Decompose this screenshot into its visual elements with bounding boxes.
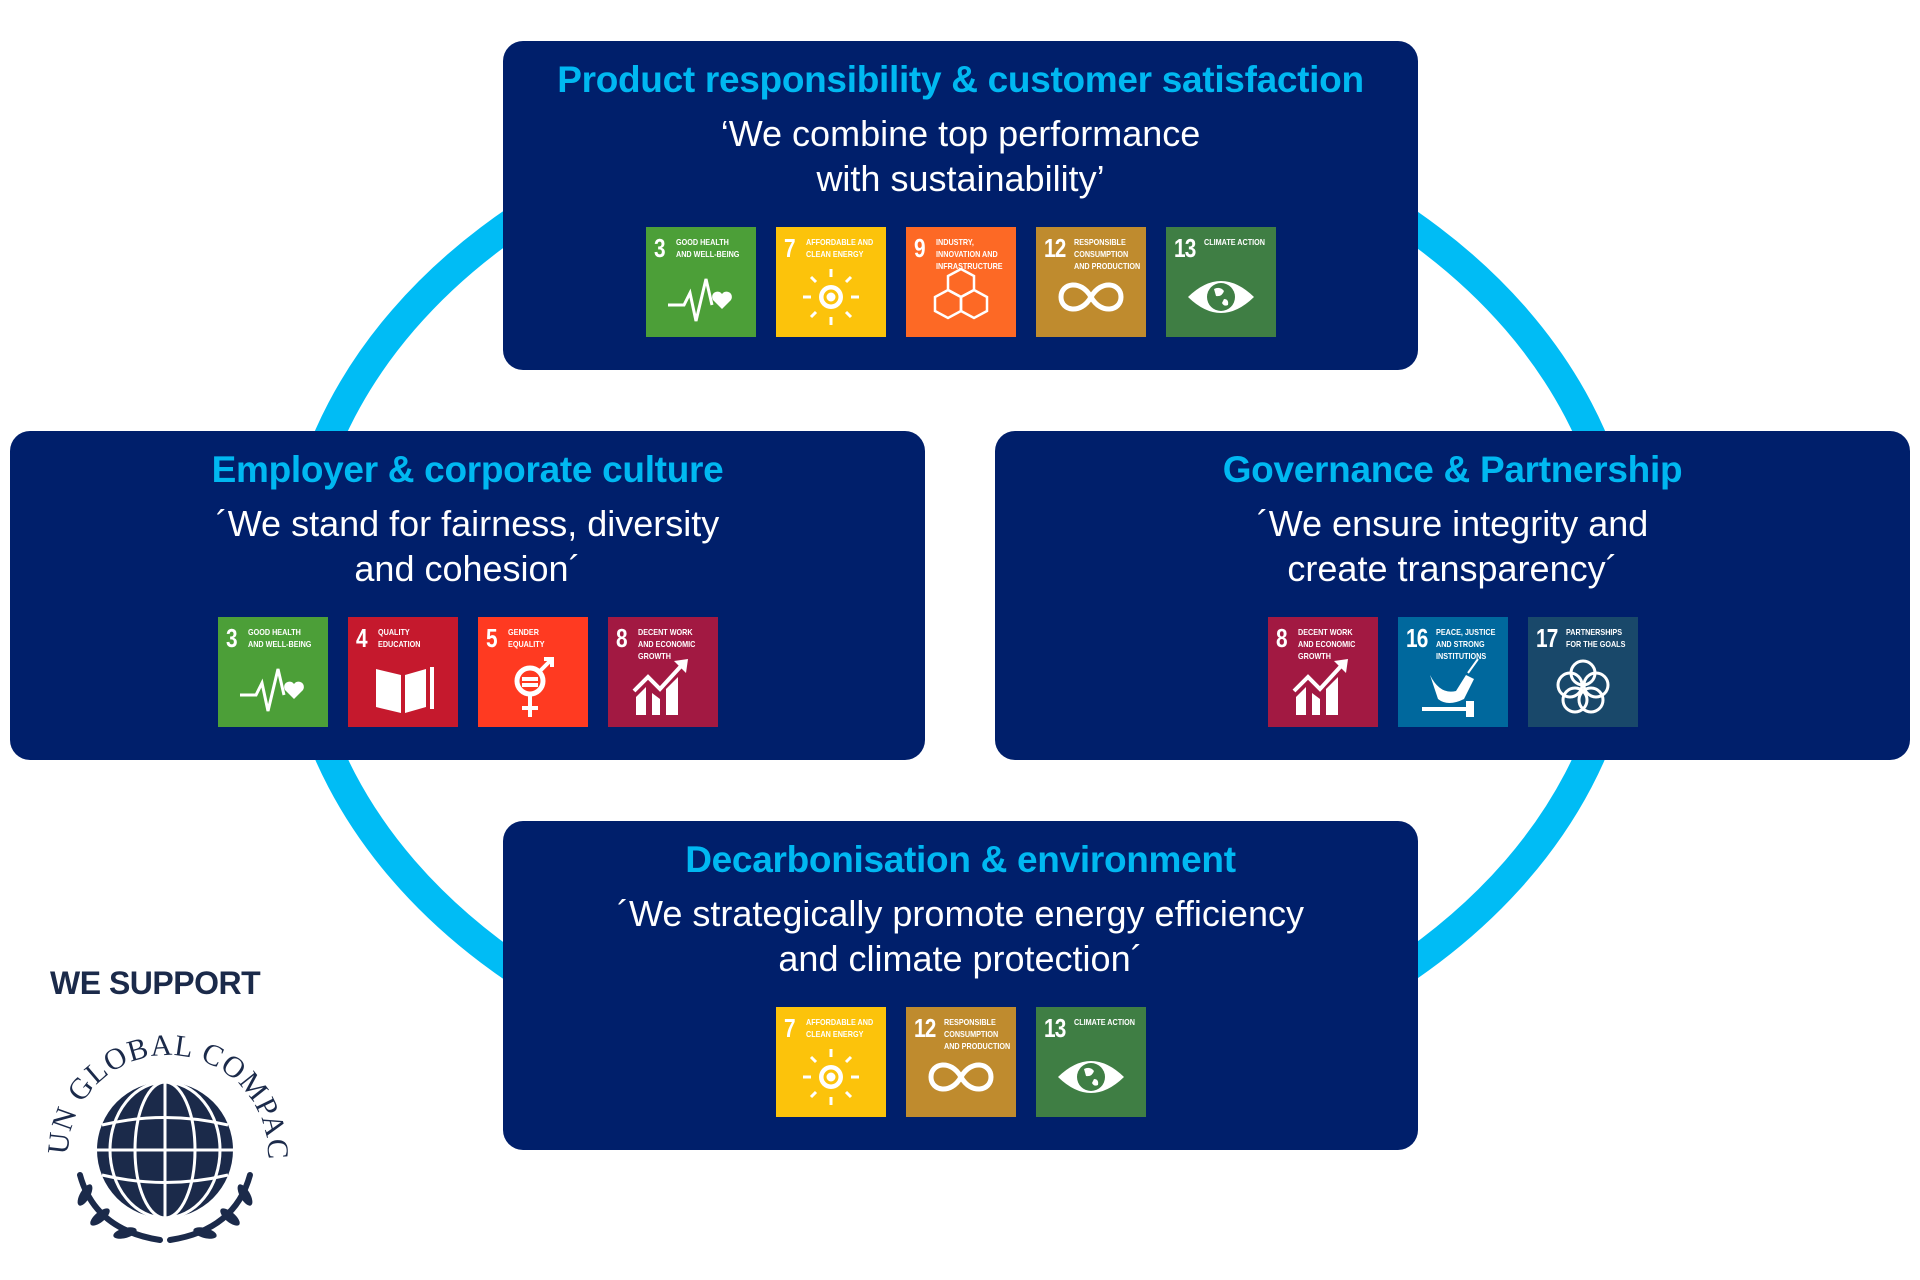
sdg-number: 9 <box>913 233 926 263</box>
sdg-label: Gender equality <box>507 627 545 649</box>
sdg-number: 4 <box>355 623 368 653</box>
sdg-tile-13: 13 Climate action <box>1165 227 1276 337</box>
section-quote: ´We ensure integrity and create transpar… <box>995 501 1910 591</box>
sdg-label: Decent work and economic growth <box>1297 627 1355 661</box>
sdg-tile-12: 12Responsible consumption and production <box>905 1007 1016 1117</box>
section-employer-culture: Employer & corporate culture ´We stand f… <box>10 431 925 760</box>
growth-chart-icon <box>632 659 688 715</box>
cubes-icon <box>933 267 988 320</box>
section-quote: ´We strategically promote energy efficie… <box>503 891 1418 981</box>
sdg-label: Partnerships for the goals <box>1565 627 1625 649</box>
section-quote: ‘We combine top performance with sustain… <box>503 111 1418 201</box>
quote-line: and cohesion´ <box>354 548 581 589</box>
sdg-tile-13: 13 Climate action <box>1035 1007 1146 1117</box>
sdg-label: Quality education <box>377 627 420 649</box>
section-decarbonisation: Decarbonisation & environment ´We strate… <box>503 821 1418 1150</box>
sdg-label: Peace, justice and strong institutions <box>1435 627 1495 661</box>
sdg-tiles: 8 Decent work and economic growth 16Peace,… <box>995 617 1910 727</box>
sdg-tile-16: 16Peace, justice and strong institutions <box>1397 617 1508 727</box>
un-globe-icon: UN GLOBAL COMPACT <box>40 1005 290 1243</box>
growth-chart-icon <box>1292 659 1348 715</box>
sdg-number: 7 <box>783 233 796 263</box>
sdg-number: 3 <box>225 623 238 653</box>
quote-line: ´We strategically promote energy efficie… <box>617 893 1304 934</box>
sdg-tile-4: 4 Quality education <box>347 617 458 727</box>
sdg-tiles: 7 Affordable and clean energy 12Responsibl… <box>503 1007 1418 1117</box>
sdg-label: Climate action <box>1073 1017 1135 1027</box>
quote-line: ‘We combine top performance <box>720 113 1201 154</box>
section-title: Decarbonisation & environment <box>685 839 1236 880</box>
sdg-tile-9: 9 Industry, innovation and infrastructure <box>905 227 1016 337</box>
sdg-label: Good health and well-being <box>675 237 739 259</box>
sdg-number: 7 <box>783 1013 796 1043</box>
sdg-number: 13 <box>1173 233 1196 263</box>
sdg-tile-7: 7 Affordable and clean energy <box>775 1007 886 1117</box>
dove-gavel-icon <box>1421 658 1479 717</box>
un-global-compact-logo: WE SUPPORT UN GLOBAL COMPACT <box>40 960 290 1260</box>
infinity-icon <box>927 1062 994 1092</box>
sdg-number: 8 <box>1275 623 1288 653</box>
section-quote: ´We stand for fairness, diversity and co… <box>10 501 925 591</box>
eye-globe-icon <box>1187 281 1254 313</box>
sdg-tile-3: 3 Good health and well-being <box>217 617 328 727</box>
sdg-number: 12 <box>913 1013 936 1043</box>
sdg-number: 13 <box>1043 1013 1066 1043</box>
sdg-label: Affordable and clean energy <box>805 1017 873 1039</box>
sdg-tile-8: 8 Decent work and economic growth <box>1267 617 1378 727</box>
sdg-tiles: 3 Good health and well-being 7 Affordable a… <box>503 227 1418 337</box>
quote-line: ´We ensure integrity and <box>1256 503 1649 544</box>
sdg-tile-8: 8 Decent work and economic growth <box>607 617 718 727</box>
gender-equality-icon <box>514 657 554 717</box>
sdg-number: 3 <box>653 233 666 263</box>
sdg-label: Responsible consumption and production <box>1073 237 1140 271</box>
section-title: Governance & Partnership <box>1222 449 1683 490</box>
sdg-number: 12 <box>1043 233 1066 263</box>
sdg-tile-7: 7 Affordable and clean energy <box>775 227 886 337</box>
sdg-tile-17: 17 Partnerships for the goals <box>1527 617 1638 727</box>
sdg-label: Industry, innovation and infrastructure <box>935 237 1003 271</box>
sdg-label: Responsible consumption and production <box>943 1017 1010 1051</box>
sdg-tiles: 3 Good health and well-being 4 Quality educ… <box>10 617 925 727</box>
sdg-label: Affordable and clean energy <box>805 237 873 259</box>
rings-icon <box>1556 659 1609 714</box>
sdg-label: Climate action <box>1203 237 1265 247</box>
we-support-label: WE SUPPORT <box>50 965 261 1001</box>
quote-line: with sustainability’ <box>816 158 1105 199</box>
sun-power-icon <box>802 1049 859 1105</box>
sdg-number: 5 <box>485 623 498 653</box>
book-icon <box>375 667 434 713</box>
sdg-label: Good health and well-being <box>247 627 311 649</box>
sdg-tile-12: 12Responsible consumption and production <box>1035 227 1146 337</box>
sun-power-icon <box>802 269 859 325</box>
heartbeat-icon <box>667 278 732 322</box>
section-governance: Governance & Partnership ´We ensure inte… <box>995 431 1910 760</box>
infinity-icon <box>1057 282 1124 312</box>
sdg-number: 17 <box>1535 623 1558 653</box>
section-title: Employer & corporate culture <box>211 449 724 490</box>
sdg-tile-3: 3 Good health and well-being <box>645 227 756 337</box>
sdg-tile-5: 5 Gender equality <box>477 617 588 727</box>
sdg-number: 16 <box>1405 623 1428 653</box>
section-title: Product responsibility & customer satisf… <box>557 59 1364 100</box>
quote-line: ´We stand for fairness, diversity <box>215 503 720 544</box>
sdg-label: Decent work and economic growth <box>637 627 695 661</box>
quote-line: create transparency´ <box>1287 548 1618 589</box>
heartbeat-icon <box>239 668 304 712</box>
section-product-responsibility: Product responsibility & customer satisf… <box>503 41 1418 370</box>
eye-globe-icon <box>1057 1061 1124 1093</box>
sdg-number: 8 <box>615 623 628 653</box>
quote-line: and climate protection´ <box>778 938 1143 979</box>
